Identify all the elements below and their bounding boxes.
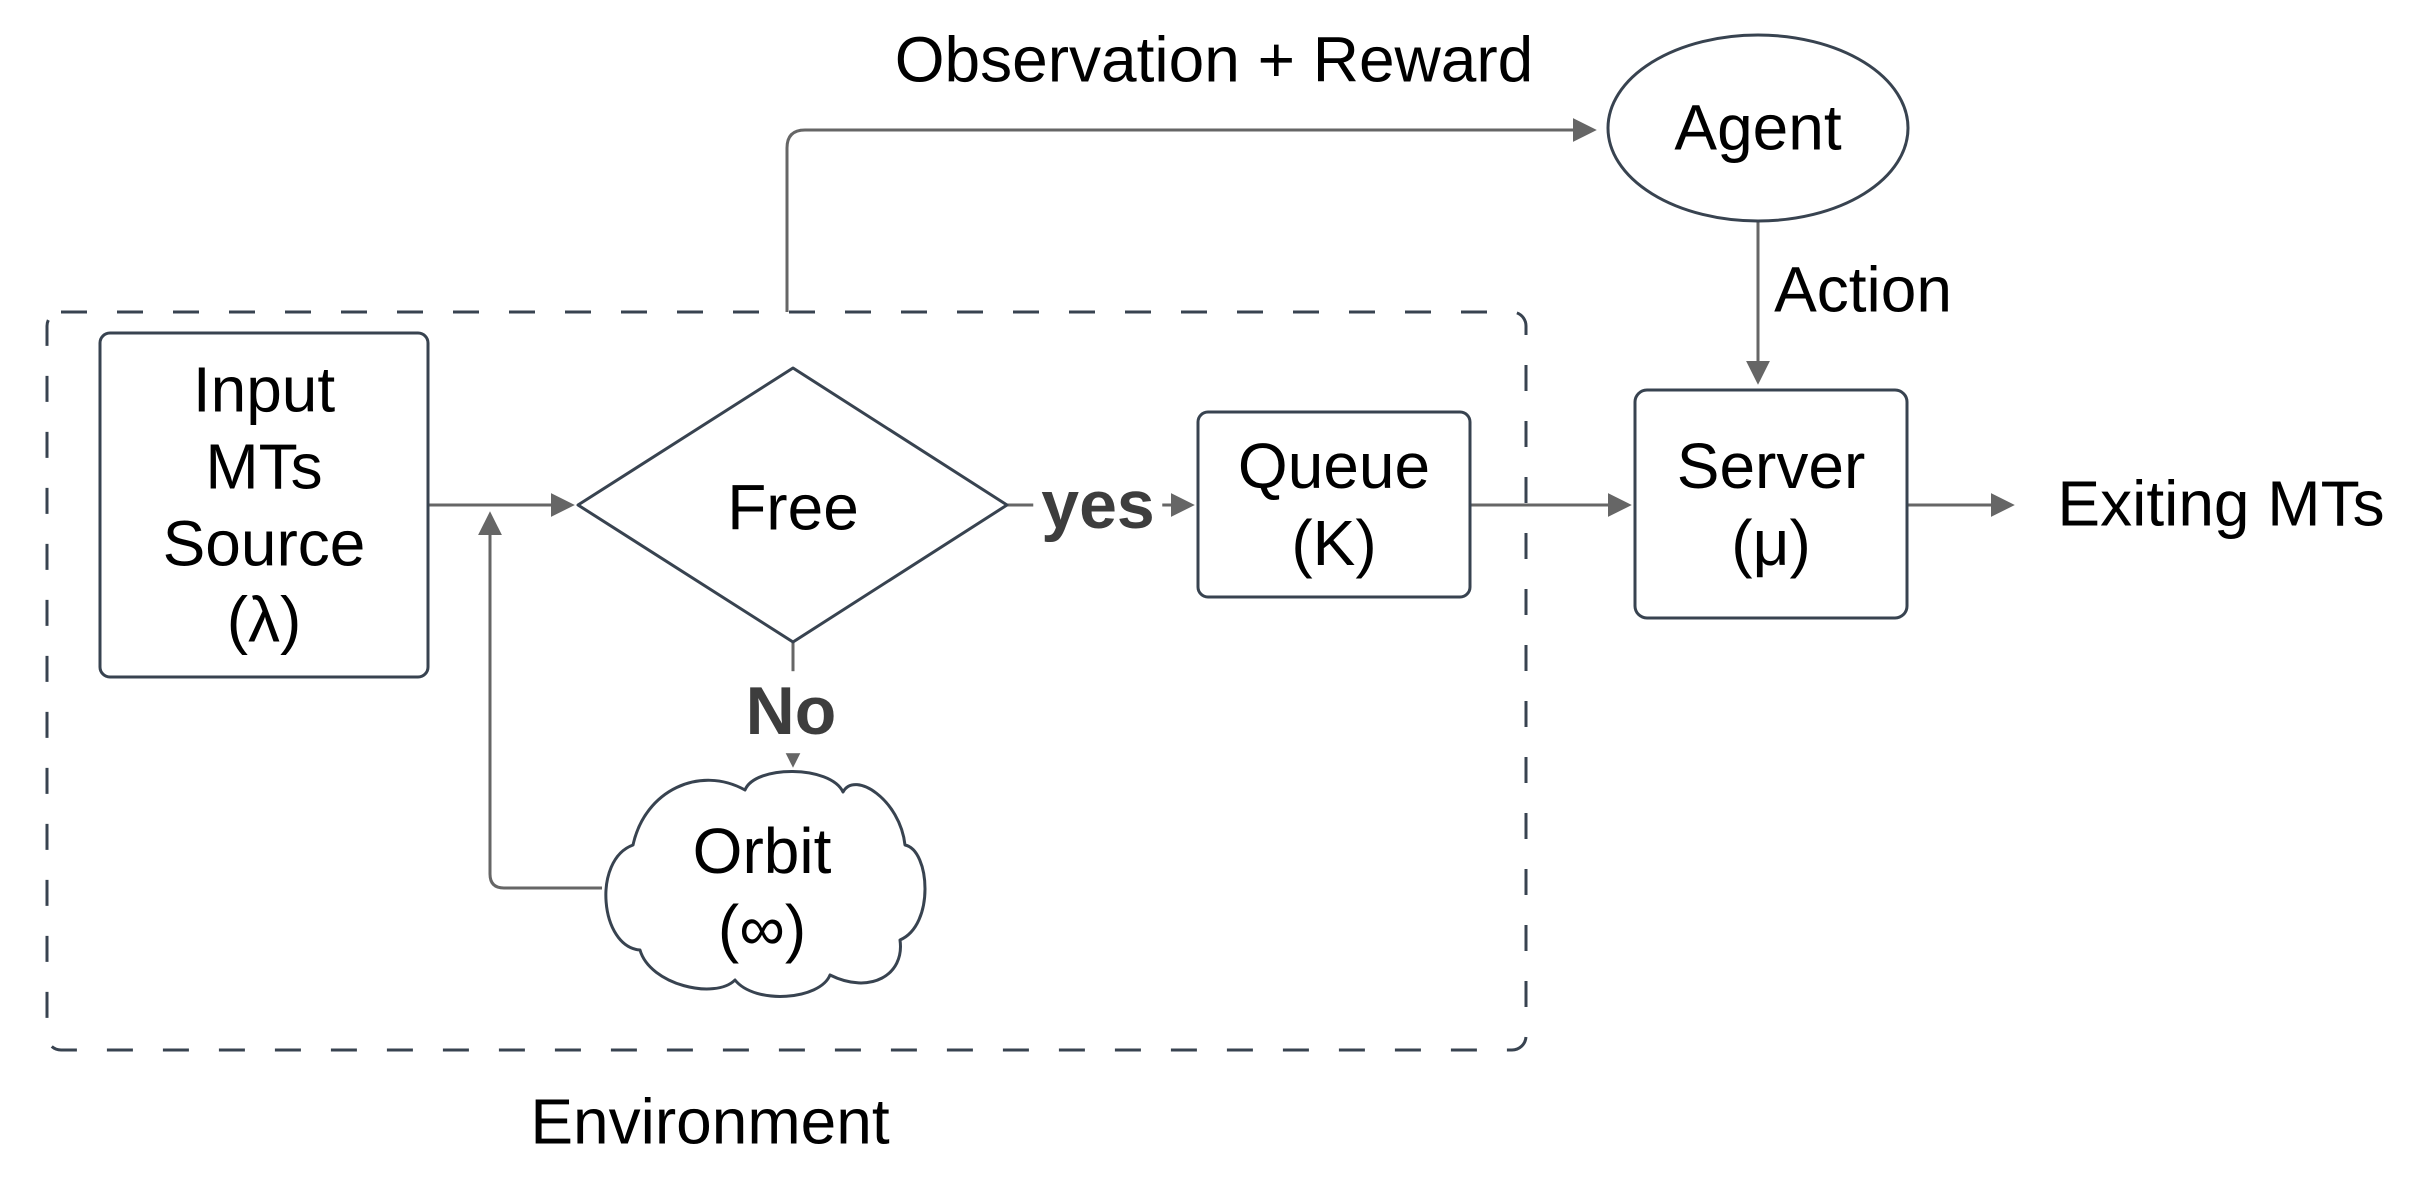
action-label: Action (1774, 253, 1952, 326)
input-source-line: Input (192, 353, 336, 426)
free-label: Free (727, 471, 859, 544)
input-source-label: Input MTs Source (λ) (163, 351, 366, 658)
input-source-line: (λ) (226, 583, 302, 656)
queue-line: (K) (1291, 507, 1377, 579)
orbit-label: Orbit (∞) (693, 813, 832, 967)
server-line: Server (1676, 430, 1866, 503)
observation-reward-label: Observation + Reward (894, 23, 1534, 96)
queue-line: Queue (1237, 430, 1431, 503)
input-source-box (98, 331, 430, 679)
server-label: Server (μ) (1677, 428, 1866, 582)
free-diamond (576, 366, 1009, 644)
orbit-line: (∞) (717, 892, 807, 964)
server-line: (μ) (1731, 507, 1811, 579)
queue-label: Queue (K) (1238, 428, 1430, 582)
orbit-cloud (604, 770, 927, 998)
no-label: No (737, 671, 845, 753)
observation-reward-arrow (785, 118, 1597, 312)
environment-label: Environment (530, 1085, 890, 1158)
input-source-line: MTs (205, 430, 323, 503)
agent-label: Agent (1674, 91, 1842, 164)
orbit-return-arrow (478, 511, 602, 890)
exiting-mts-label: Exiting MTs (2057, 467, 2385, 540)
yes-label: yes (1033, 465, 1163, 547)
server-box (1633, 388, 1909, 620)
queue-box (1196, 410, 1472, 599)
agent-ellipse (1606, 33, 1910, 223)
environment-box (45, 310, 1528, 1052)
orbit-line: Orbit (692, 815, 832, 888)
input-source-line: Source (162, 507, 366, 579)
